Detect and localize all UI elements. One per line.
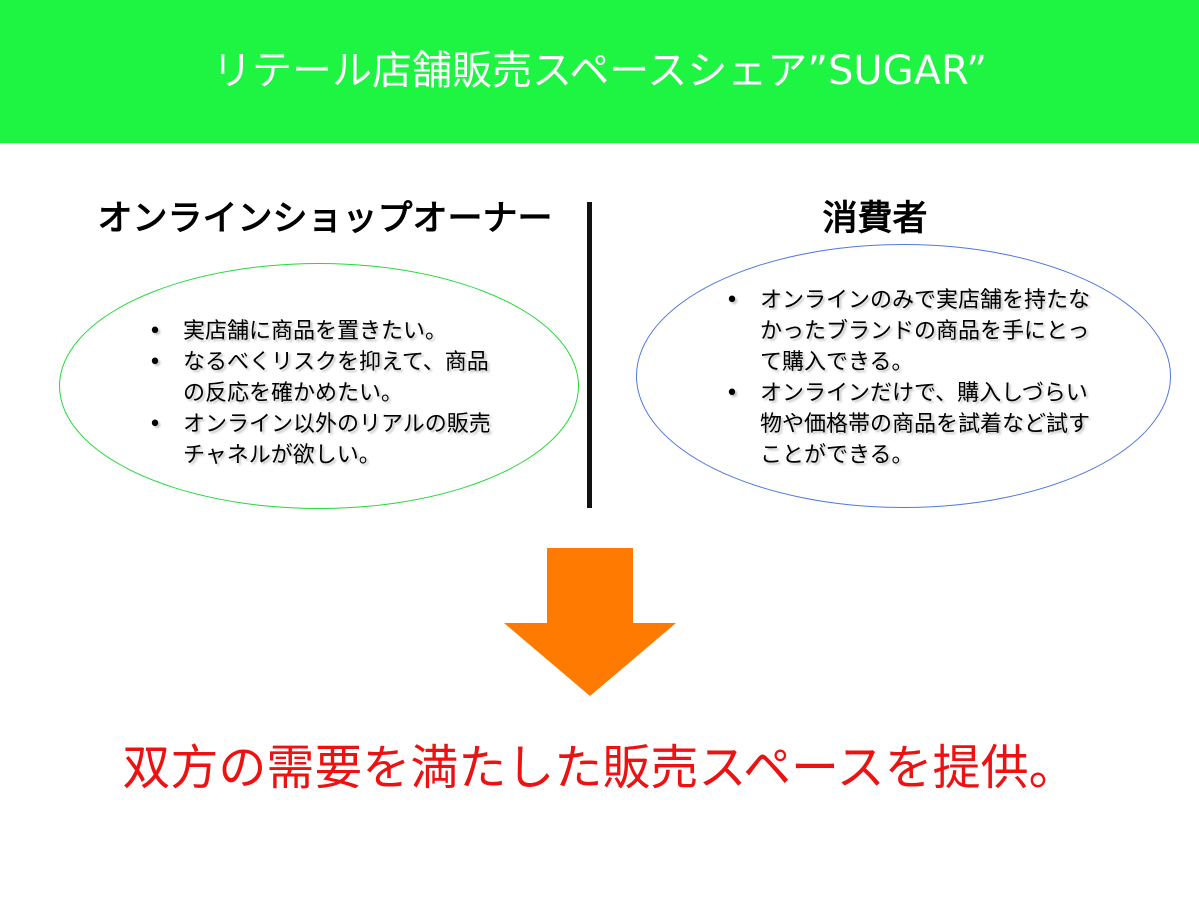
list-item-text: オンラインのみで実店舗を持たなかったブランドの商品を手にとって購入できる。 xyxy=(760,288,1091,375)
down-arrow-shape xyxy=(504,548,676,696)
consumer-benefits-ellipse xyxy=(636,244,1171,508)
list-item-text: オンラインだけで、購入しづらい物や価格帯の商品を試着など試すことができる。 xyxy=(760,381,1091,468)
list-item: • なるべくリスクを抑えて、商品の反応を確かめたい。 xyxy=(145,347,505,409)
conclusion-text: 双方の需要を満たした販売スペースを提供。 xyxy=(122,740,1077,796)
bullet: • xyxy=(725,381,739,406)
list-item: • オンライン以外のリアルの販売チャネルが欲しい。 xyxy=(145,409,505,471)
owner-needs-ellipse xyxy=(59,263,579,509)
list-item: • オンラインのみで実店舗を持たなかったブランドの商品を手にとって購入できる。 xyxy=(722,285,1102,378)
online-shop-owner-heading: オンラインショップオーナー xyxy=(97,199,553,239)
down-arrow-icon xyxy=(504,548,676,696)
bullet: • xyxy=(148,350,162,375)
list-item: • 実店舗に商品を置きたい。 xyxy=(145,316,505,347)
owner-needs-list: • 実店舗に商品を置きたい。 • なるべくリスクを抑えて、商品の反応を確かめたい… xyxy=(145,316,505,471)
header-banner: リテール店舗販売スペースシェア”SUGAR” xyxy=(0,0,1199,143)
bullet: • xyxy=(148,319,162,344)
list-item-text: オンライン以外のリアルの販売チャネルが欲しい。 xyxy=(183,412,491,468)
list-item: • オンラインだけで、購入しづらい物や価格帯の商品を試着など試すことができる。 xyxy=(722,378,1102,471)
consumer-heading: 消費者 xyxy=(822,199,928,239)
list-item-text: 実店舗に商品を置きたい。 xyxy=(183,319,448,344)
bullet: • xyxy=(725,288,739,313)
bullet: • xyxy=(148,412,162,437)
slide-title: リテール店舗販売スペースシェア”SUGAR” xyxy=(212,47,987,94)
column-divider xyxy=(587,202,592,508)
consumer-benefits-list: • オンラインのみで実店舗を持たなかったブランドの商品を手にとって購入できる。 … xyxy=(722,285,1102,471)
list-item-text: なるべくリスクを抑えて、商品の反応を確かめたい。 xyxy=(183,350,489,406)
